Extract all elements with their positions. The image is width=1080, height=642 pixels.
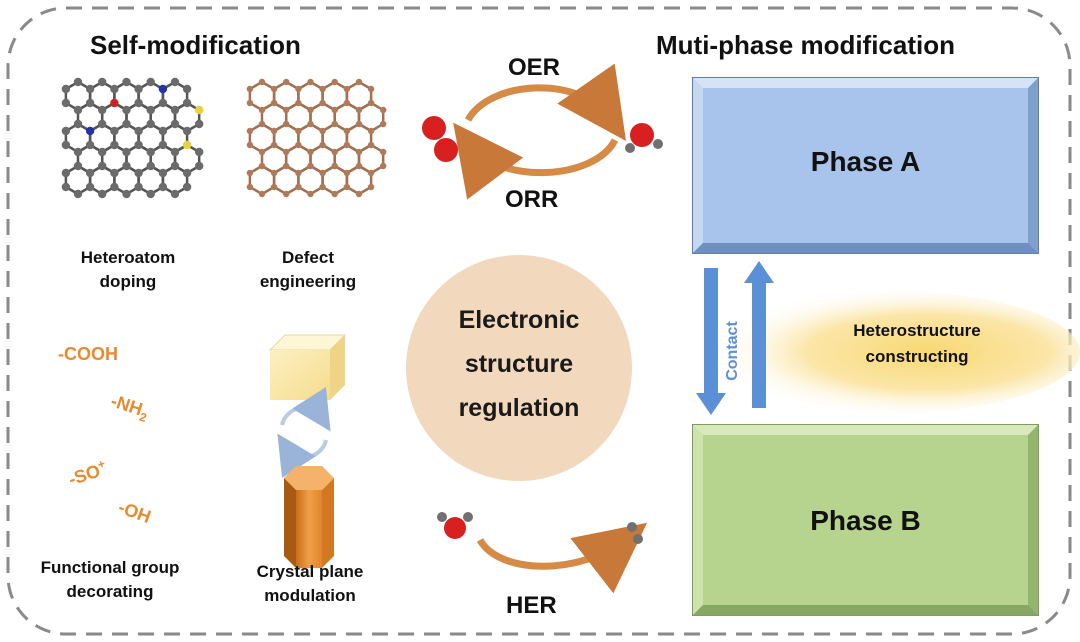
heteroatom-doping-line2: doping bbox=[99, 272, 157, 291]
cooh-group: -COOH bbox=[58, 344, 118, 364]
heterostructure-glow bbox=[680, 290, 1080, 414]
defect-lattice-icon bbox=[246, 78, 387, 198]
phase-a-label: Phase A bbox=[810, 146, 921, 177]
crystal-plane-line1: Crystal plane bbox=[256, 562, 364, 581]
crystal-plane-label: Crystal plane modulation bbox=[225, 560, 395, 608]
hetero-line1: Heterostructure bbox=[853, 321, 981, 340]
heterostructure-label: Heterostructure constructing bbox=[822, 318, 1012, 370]
transform-cycle-icon bbox=[277, 387, 331, 478]
defect-engineering-label: Defect engineering bbox=[228, 246, 388, 294]
oxygen-molecule-icon bbox=[422, 116, 458, 162]
multi-phase-modification-title: Muti-phase modification bbox=[656, 30, 955, 60]
her-arrow bbox=[476, 522, 648, 594]
orr-label: ORR bbox=[505, 186, 559, 213]
defect-engineering-line1: Defect bbox=[282, 248, 334, 267]
circle-line3: regulation bbox=[458, 394, 580, 422]
crystal-plane-line2: modulation bbox=[264, 586, 356, 605]
contact-arrows bbox=[696, 261, 774, 415]
functional-group-line1: Functional group bbox=[40, 558, 180, 577]
electronic-structure-circle bbox=[406, 255, 632, 481]
contact-label: Contact bbox=[724, 321, 741, 381]
electronic-structure-label: Electronic structure regulation bbox=[419, 298, 619, 430]
oer-orr-cycle-arrows bbox=[453, 63, 627, 200]
water-molecule-icon bbox=[625, 123, 663, 153]
hexagonal-prism-icon bbox=[284, 466, 334, 568]
oer-label: OER bbox=[508, 54, 561, 81]
hydrogen-molecule-icon bbox=[627, 522, 643, 544]
circle-line2: structure bbox=[464, 350, 574, 378]
her-label: HER bbox=[506, 592, 557, 619]
phase-b-label: Phase B bbox=[810, 505, 921, 536]
functional-group-label: Functional group decorating bbox=[10, 556, 210, 604]
water-molecule-her-icon bbox=[437, 512, 473, 539]
dashed-frame bbox=[6, 6, 1072, 636]
hetero-line2: constructing bbox=[865, 347, 969, 366]
phase-b-box bbox=[692, 424, 1039, 616]
cube-crystal-icon bbox=[268, 334, 347, 400]
self-modification-title: Self-modification bbox=[90, 30, 301, 60]
defect-engineering-line2: engineering bbox=[259, 272, 357, 291]
graphene-lattice-icon bbox=[61, 77, 204, 199]
phase-a-box bbox=[692, 77, 1039, 254]
functional-group-line2: decorating bbox=[66, 582, 154, 601]
heteroatom-doping-label: Heteroatom doping bbox=[48, 246, 208, 294]
circle-line1: Electronic bbox=[458, 306, 580, 334]
heteroatom-doping-line1: Heteroatom bbox=[80, 248, 176, 267]
